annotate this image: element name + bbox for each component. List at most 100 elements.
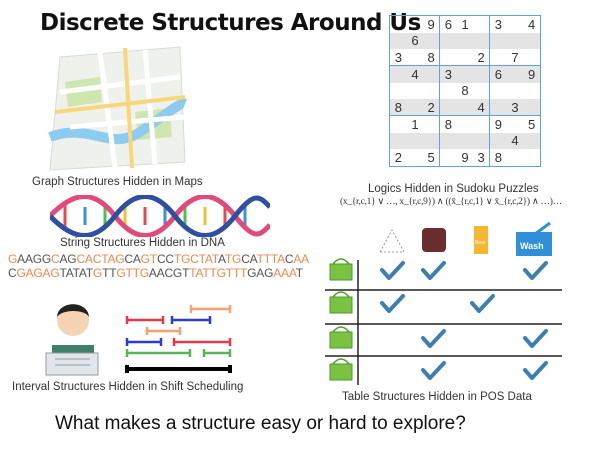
basket-handle: [332, 358, 350, 365]
dna-caption: String Structures Hidden in DNA: [60, 237, 225, 249]
sudoku-cell: [506, 65, 524, 83]
dna-segment: CA: [241, 252, 257, 266]
sudoku-cell: 4: [406, 65, 424, 83]
dna-segment: TATTGTTT: [189, 266, 248, 280]
interval-bar: [189, 305, 232, 313]
dna-segment: GTTG: [116, 266, 149, 280]
sudoku-cell: 2: [473, 49, 490, 66]
sudoku-cell: [523, 149, 540, 166]
sudoku-formula: (x_{r,c,1} ∨ …, x_{r,c,9}) ∧ ((x̄_{r,c,1…: [340, 197, 562, 207]
interval-chart: [125, 305, 232, 373]
sudoku-cell: [473, 65, 490, 83]
interval-bar: [202, 349, 232, 357]
interval-bar: [172, 338, 232, 346]
pos-caption: Table Structures Hidden in POS Data: [342, 391, 532, 403]
sudoku-cell: 2: [394, 150, 402, 166]
basket-icon: [329, 331, 353, 349]
sudoku-cell: 6: [444, 16, 452, 32]
beer-can-icon: [474, 226, 488, 254]
dna-segment: T: [295, 266, 303, 280]
interval-bar: [125, 338, 163, 346]
sudoku-cell: [423, 82, 440, 100]
sudoku-cell: [456, 49, 474, 66]
check-icon: [523, 329, 548, 348]
dna-segment: TT: [102, 266, 117, 280]
beer-label: Beer: [475, 240, 486, 246]
dna-helix-icon: [50, 195, 270, 237]
sudoku-cell: [439, 132, 457, 150]
sudoku-cell: [457, 116, 474, 133]
scoop-icon: [534, 221, 551, 236]
sudoku-cell: [406, 132, 424, 150]
sudoku-cell: [456, 32, 474, 50]
dna-sequence-line-1: GAAGGCAGCACTAGCAGTCCTGCTATATGCATTTACAA: [8, 252, 309, 266]
sudoku-cell: [439, 99, 457, 116]
dna-segment: TTTA: [256, 252, 286, 266]
dna-segment: G: [92, 266, 103, 280]
detergent-box-icon: [516, 232, 552, 256]
dna-segment: G: [8, 252, 18, 266]
basket-handle: [332, 291, 350, 298]
sudoku-cell: [489, 49, 507, 66]
dna-sequence-line-2: CGAGAGTATATGTTGTTGAACGTTATTGTTTGAGAAAT: [8, 266, 303, 280]
sudoku-cell: [456, 65, 474, 83]
sudoku-cell: 1: [411, 116, 419, 132]
sudoku-cell: 3: [439, 65, 457, 83]
sudoku-cell: [489, 32, 507, 50]
sudoku-cell: 2: [423, 99, 440, 116]
closing-question: What makes a structure easy or hard to e…: [55, 413, 466, 434]
sudoku-cell: 8: [494, 150, 502, 166]
dna-segment: TATAT: [59, 266, 93, 280]
sudoku-cell: 8: [461, 83, 469, 99]
sudoku-cell: 3: [473, 149, 490, 166]
sudoku-cell: [490, 83, 507, 100]
sudoku-cell: [440, 83, 457, 100]
sudoku-cell: [456, 132, 474, 150]
check-icon: [421, 361, 446, 380]
sudoku-cell: 9: [523, 65, 540, 83]
interval-bar: [145, 327, 182, 335]
sudoku-cell: [523, 83, 540, 100]
interval-bar: [170, 316, 212, 324]
sudoku-cell: 5: [528, 116, 536, 132]
dna-segment: AA: [293, 252, 309, 266]
sudoku-cell: [390, 65, 407, 83]
sudoku-cell: [439, 49, 457, 66]
sudoku-cell: 9: [423, 16, 440, 33]
sudoku-caption: Logics Hidden in Sudoku Puzzles: [368, 183, 539, 195]
sudoku-cell: [507, 116, 524, 133]
sudoku-cell: 3: [506, 99, 524, 116]
basket-icon: [329, 296, 353, 314]
sudoku-cell: [507, 83, 524, 100]
sudoku-cell: [507, 16, 524, 33]
dna-segment: CA: [124, 252, 141, 266]
sudoku-cell: [473, 32, 490, 50]
intervals-caption: Interval Structures Hidden in Shift Sche…: [12, 381, 244, 393]
check-icon: [523, 261, 548, 280]
sudoku-cell: [407, 83, 424, 100]
sudoku-cell: [390, 16, 407, 33]
interval-bar: [125, 365, 232, 373]
sudoku-cell: [473, 115, 490, 133]
dna-segment: CC: [156, 252, 174, 266]
sudoku-cell: [507, 149, 524, 166]
sudoku-cell: [523, 32, 540, 50]
rice-ball-icon: [379, 228, 405, 253]
sudoku-cell: [423, 132, 440, 150]
sudoku-cell: [523, 132, 540, 150]
dna-segment: C: [51, 252, 60, 266]
check-icon: [380, 294, 405, 313]
sudoku-cell: [473, 132, 490, 150]
check-icon: [523, 361, 548, 380]
sudoku-cell: 9: [494, 116, 502, 132]
sudoku-cell: [407, 149, 424, 166]
dna-segment: AACGT: [148, 266, 190, 280]
dna-segment: AAA: [273, 266, 296, 280]
basket-icon: [329, 263, 353, 281]
sudoku-cell: [390, 83, 407, 100]
maps-caption: Graph Structures Hidden in Maps: [32, 176, 203, 188]
sudoku-cell: [423, 32, 440, 50]
dna-segment: AG: [59, 252, 77, 266]
